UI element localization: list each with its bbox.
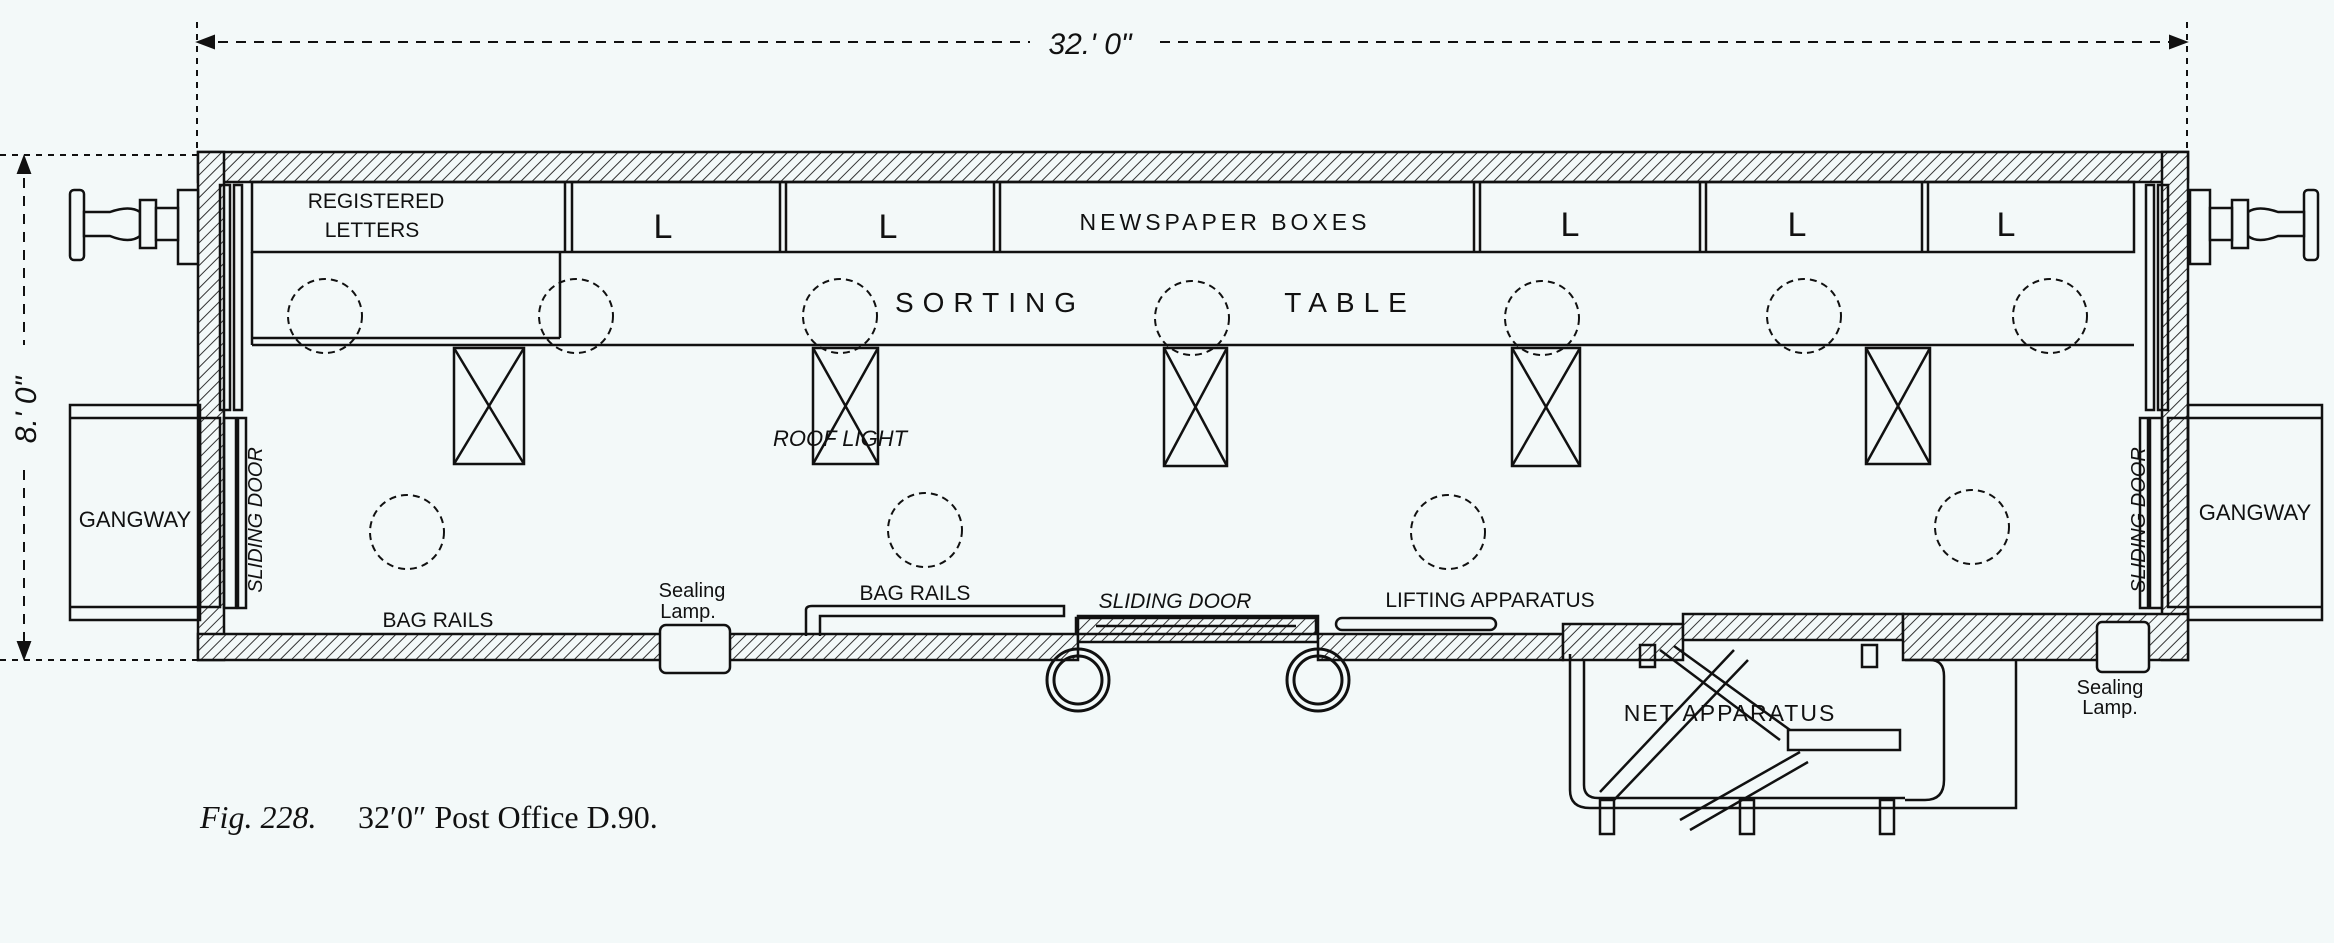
figure-number: Fig. 228. [199, 799, 316, 835]
sliding-door-left-label: SLIDING DOOR [245, 447, 267, 593]
letter-box-1: L [654, 208, 673, 246]
sealing-lamp-left-line2: Lamp. [660, 601, 716, 623]
lamp-circle [2012, 278, 2088, 354]
gangway-right-label: GANGWAY [2199, 500, 2312, 525]
registered-letters-line1: REGISTERED [308, 190, 445, 213]
letter-box-row [250, 180, 2136, 254]
lamp-circle [369, 494, 445, 570]
bag-rails [804, 604, 1498, 636]
roof-light-window [1162, 346, 1229, 468]
step-rings [1045, 647, 1351, 713]
lamp-circle [538, 278, 614, 354]
sliding-door-right-label: SLIDING DOOR [2128, 447, 2150, 593]
newspaper-boxes-label: NEWSPAPER BOXES [1080, 209, 1371, 235]
sliding-door-side-label: SLIDING DOOR [1099, 590, 1252, 613]
roof-lights [452, 346, 1932, 468]
width-label: 8.' 0" [10, 375, 43, 443]
end-door-left [218, 183, 248, 610]
table-label: TABLE [1284, 287, 1416, 318]
sealing-lamp-right-line1: Sealing [2077, 677, 2144, 699]
step-ring [1045, 647, 1111, 713]
step-ring [1292, 654, 1344, 706]
lamp-circle [887, 492, 963, 568]
ceiling-lamps [287, 278, 2088, 570]
letter-box-2: L [879, 208, 898, 246]
sorting-table [250, 252, 2134, 347]
roof-light-window [1864, 346, 1932, 466]
lamp-circle [1934, 489, 2010, 565]
sorting-label: SORTING [895, 287, 1085, 318]
roof-light-label: ROOF LIGHT [773, 426, 909, 451]
bag-rails-label-1: BAG RAILS [383, 609, 494, 632]
lifting-apparatus-label: LIFTING APPARATUS [1385, 589, 1594, 612]
lamp-circle [1504, 280, 1580, 356]
lamp-circle [287, 278, 363, 354]
lamp-circle [1766, 278, 1842, 354]
gangway-left [68, 403, 222, 622]
lamp-circle [1154, 280, 1230, 356]
width-dimension [0, 154, 200, 661]
gangway-left-label: GANGWAY [79, 507, 192, 532]
roof-light-window [452, 346, 526, 466]
letter-box-3: L [1561, 206, 1580, 244]
roof-light-window [1510, 346, 1582, 468]
bag-rails-label-2: BAG RAILS [860, 582, 971, 605]
roof-light-window [811, 346, 880, 466]
length-label: 32.' 0" [1048, 28, 1132, 61]
net-apparatus-label: NET APPARATUS [1624, 700, 1837, 726]
length-dimension [195, 22, 2189, 150]
letter-box-4: L [1788, 206, 1807, 244]
lamp-circle [802, 278, 878, 354]
step-ring [1052, 654, 1104, 706]
buffer-left-icon [68, 188, 200, 266]
step-ring [1285, 647, 1351, 713]
net-apparatus [1568, 643, 2018, 836]
registered-letters-line2: LETTERS [325, 219, 420, 242]
sealing-lamp-right [2095, 620, 2151, 674]
letter-box-5: L [1997, 206, 2016, 244]
sealing-lamp-right-line2: Lamp. [2082, 697, 2138, 719]
gangway-right [2166, 403, 2324, 622]
end-door-right [2138, 183, 2170, 610]
sealing-lamp-left [658, 623, 732, 675]
sealing-lamp-left-line1: Sealing [659, 580, 726, 602]
figure-caption: 32′0″ Post Office D.90. [358, 799, 658, 835]
buffer-right-icon [2188, 188, 2320, 266]
lamp-circle [1410, 494, 1486, 570]
side-sliding-door [1074, 616, 1318, 636]
